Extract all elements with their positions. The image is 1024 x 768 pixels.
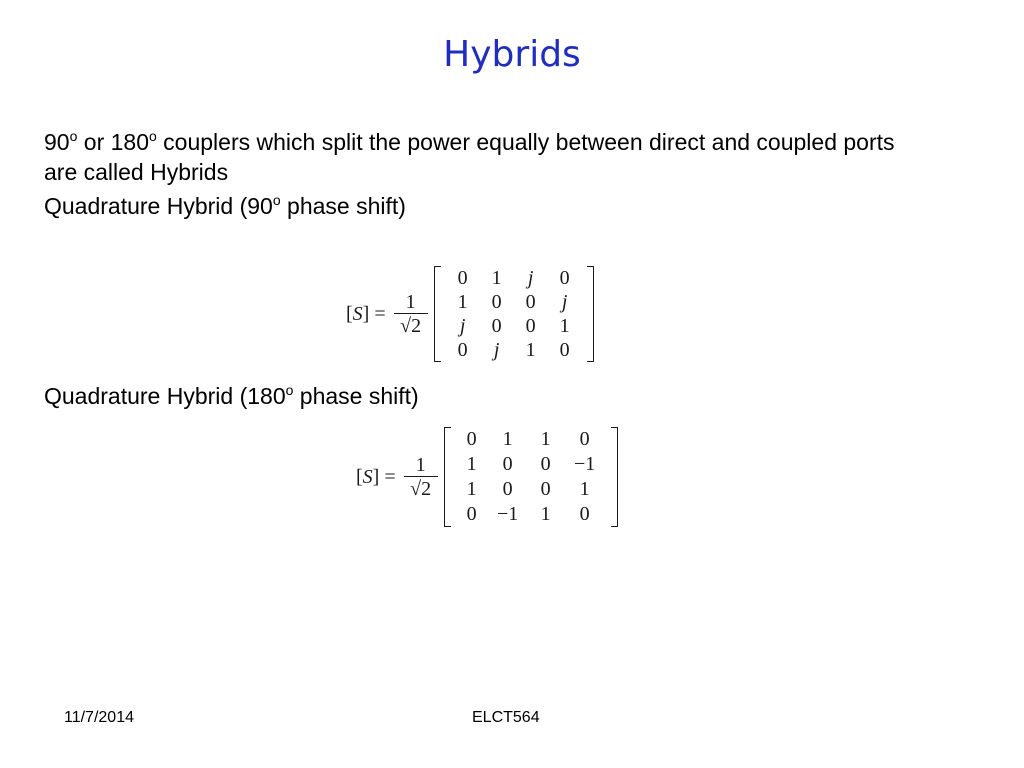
intro-line-2: are called Hybrids [44, 159, 229, 185]
heading-180-hybrid: Quadrature Hybrid (180o phase shift) [44, 381, 419, 414]
matrix-cell: 0 [466, 428, 477, 450]
matrix-cell: j [493, 339, 500, 361]
matrix-cell: 1 [502, 428, 513, 450]
matrix-cell: 0 [559, 339, 570, 361]
matrix-cell: 0 [466, 503, 477, 525]
matrix-cell: 1 [525, 339, 536, 361]
matrix-cell: 1 [457, 291, 468, 313]
matrix-cell: 1 [491, 267, 502, 289]
matrix-cell: 0 [491, 315, 502, 337]
matrix-cell: 0 [491, 291, 502, 313]
matrix-cell: −1 [573, 453, 596, 475]
matrix-cell: 1 [559, 315, 570, 337]
fraction-bar [393, 312, 428, 314]
matrix-cell: 1 [540, 428, 551, 450]
intro-deg-90: 90 [44, 129, 70, 155]
fraction-numerator: 1 [405, 290, 416, 313]
heading-90-before: Quadrature Hybrid (90 [44, 193, 273, 219]
heading-90-hybrid: Quadrature Hybrid (90o phase shift) [44, 191, 406, 224]
heading-90-after: phase shift) [280, 193, 406, 219]
matrix-cell: 0 [502, 453, 513, 475]
matrix-cell: j [527, 267, 534, 289]
matrix-cell: 0 [525, 315, 536, 337]
degree-symbol: o [69, 128, 78, 144]
fraction-denominator: √2 [410, 477, 432, 500]
s-matrix-label: [S] = [346, 302, 386, 325]
matrix-cell: 0 [540, 453, 551, 475]
fraction-bar [403, 475, 438, 477]
matrix-cell: 0 [457, 339, 468, 361]
matrix-cell: 0 [525, 291, 536, 313]
footer-date: 11/7/2014 [64, 709, 134, 726]
matrix-cell: 1 [540, 503, 551, 525]
matrix-cell: j [561, 291, 568, 313]
fraction-numerator: 1 [415, 453, 426, 476]
matrix-180-grid: 0 1 1 0 1 0 0 −1 1 0 0 1 0 −1 1 0 [456, 425, 606, 529]
slide-title: Hybrids [443, 34, 581, 75]
intro-rest: couplers which split the power equally b… [156, 129, 895, 155]
matrix-cell: 0 [502, 478, 513, 500]
intro-or-180: or 180 [77, 129, 149, 155]
matrix-cell: 0 [559, 267, 570, 289]
heading-180-before: Quadrature Hybrid (180 [44, 383, 286, 409]
matrix-cell: 0 [457, 267, 468, 289]
normalization-fraction: 1 √2 [393, 290, 428, 338]
matrix-cell: 0 [579, 503, 590, 525]
matrix-cell: j [459, 315, 466, 337]
matrix-cell: 1 [466, 478, 477, 500]
equation-180-hybrid: [S] = 1 √2 0 1 1 0 1 0 0 −1 1 0 0 1 0 −1 1 0 [356, 425, 618, 529]
matrix-cell: 0 [579, 428, 590, 450]
matrix-cell: −1 [496, 503, 519, 525]
matrix-cell: 1 [579, 478, 590, 500]
matrix-cell: 1 [466, 453, 477, 475]
s-matrix-label: [S] = [356, 465, 396, 488]
degree-symbol: o [285, 382, 294, 398]
matrix-180: 0 1 1 0 1 0 0 −1 1 0 0 1 0 −1 1 0 [443, 425, 618, 529]
fraction-denominator: √2 [400, 314, 422, 337]
normalization-fraction: 1 √2 [403, 453, 438, 501]
footer-course-code: ELCT564 [472, 709, 540, 726]
matrix-cell: 0 [540, 478, 551, 500]
intro-line-1: 90o or 180o couplers which split the pow… [44, 127, 895, 160]
heading-180-after: phase shift) [293, 383, 419, 409]
degree-symbol: o [272, 192, 281, 208]
degree-symbol: o [149, 128, 157, 144]
